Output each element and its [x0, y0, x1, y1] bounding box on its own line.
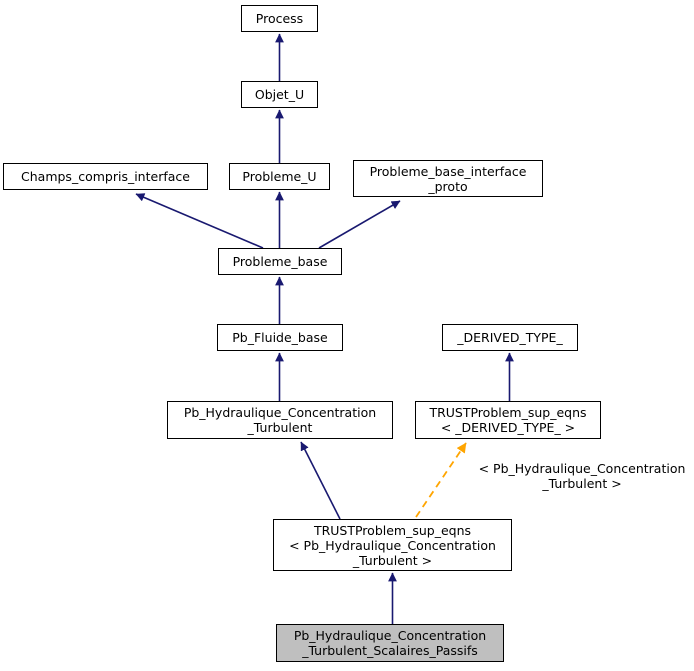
edge-trustproblem_sup_eqns_pbhct-to-pb_hydraulique_concentration_turbulent [300, 441, 341, 520]
node-probleme-base[interactable]: Probleme_base [218, 248, 342, 275]
node-derived-type[interactable]: _DERIVED_TYPE_ [442, 324, 578, 351]
node-trustproblem-sup-eqns-pb-hydraulique-concentration-turbulent[interactable]: TRUSTProblem_sup_eqns < Pb_Hydraulique_C… [273, 519, 512, 571]
node-trustproblem-sup-eqns-derived-type[interactable]: TRUSTProblem_sup_eqns < _DERIVED_TYPE_ > [415, 401, 601, 439]
node-objet-u[interactable]: Objet_U [241, 81, 318, 108]
edge-trustproblem_sup_eqns_pbhct-to-trustproblem_sup_eqns_derived [415, 442, 467, 518]
node-probleme-base-interface-proto[interactable]: Probleme_base_interface _proto [353, 160, 543, 197]
node-process[interactable]: Process [241, 5, 318, 32]
node-pb-hydraulique-concentration-turbulent-scalaires-passifs[interactable]: Pb_Hydraulique_Concentration _Turbulent_… [276, 624, 504, 662]
edge-probleme_base-to-probleme_base_interface_proto [318, 200, 401, 249]
edge-probleme_base-to-champs_compris_interface [135, 193, 264, 249]
node-probleme-u[interactable]: Probleme_U [229, 163, 330, 190]
node-champs-compris-interface[interactable]: Champs_compris_interface [3, 163, 208, 190]
node-pb-fluide-base[interactable]: Pb_Fluide_base [217, 324, 343, 351]
template-binding-label: < Pb_Hydraulique_Concentration _Turbulen… [478, 461, 686, 491]
node-pb-hydraulique-concentration-turbulent[interactable]: Pb_Hydraulique_Concentration _Turbulent [167, 401, 393, 439]
